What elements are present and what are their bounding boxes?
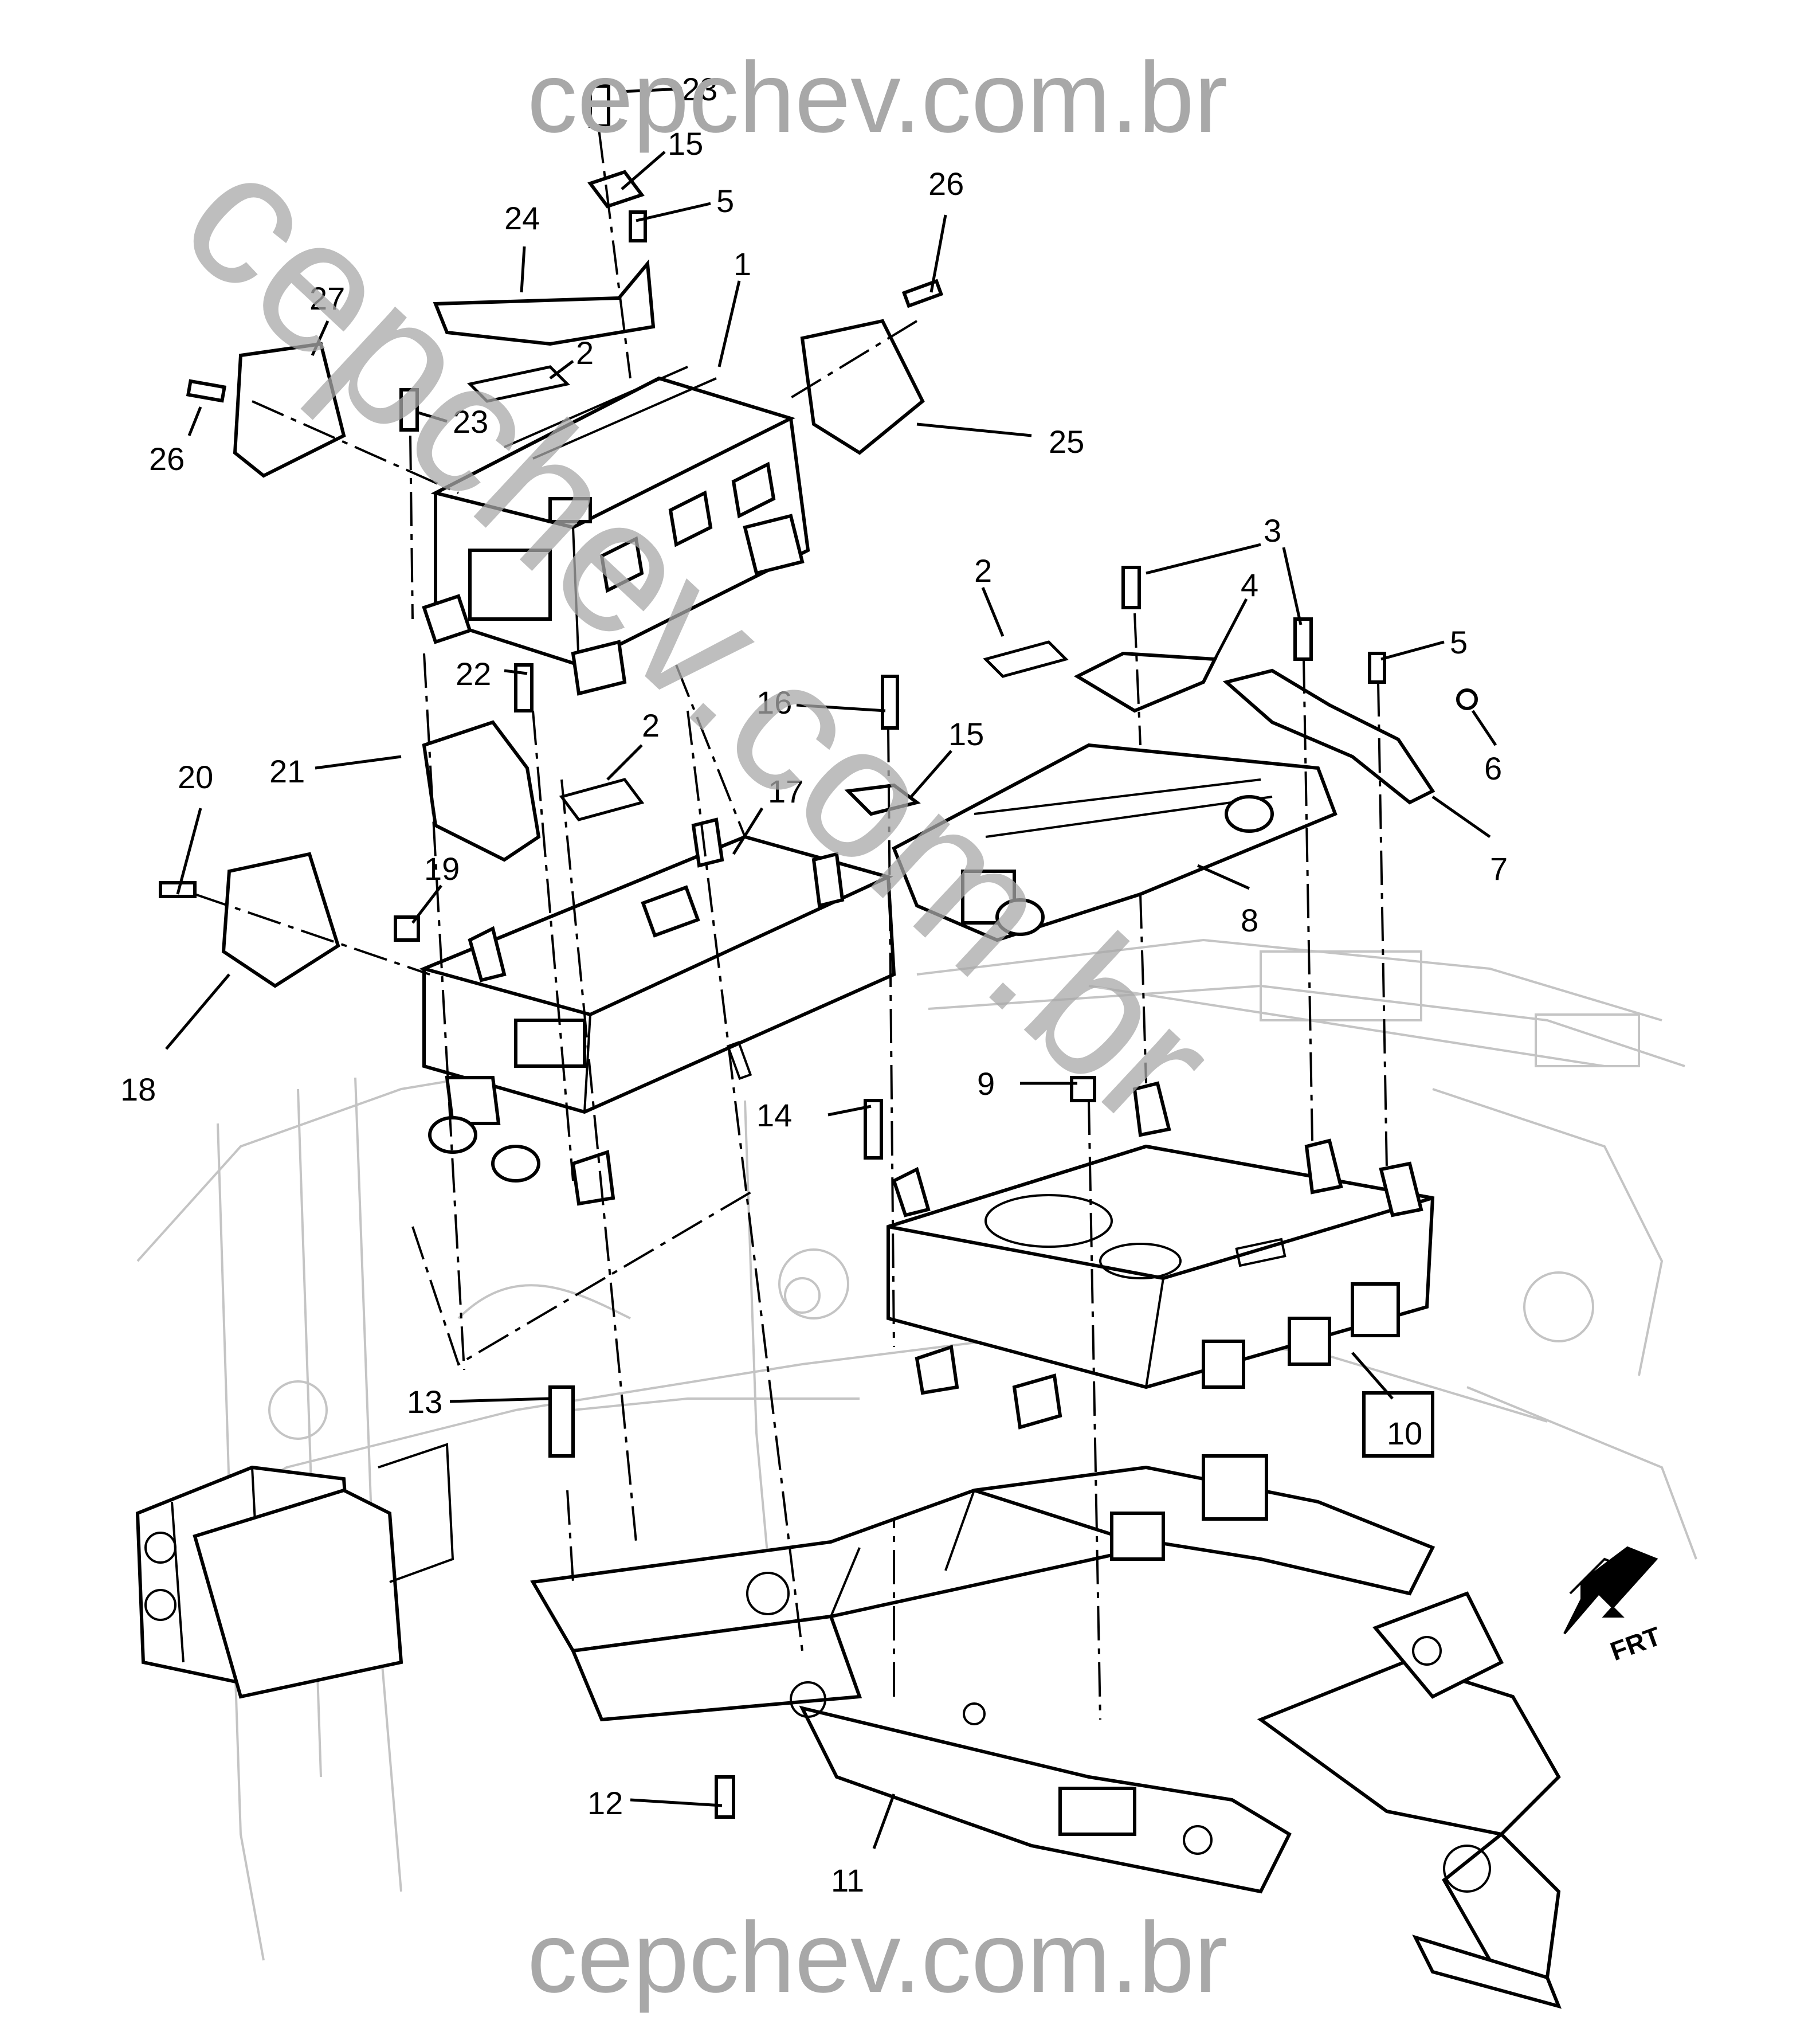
callout-5: 5 <box>716 183 734 219</box>
front-label: FRT <box>1606 1621 1665 1666</box>
callout-25: 25 <box>1049 424 1084 460</box>
callout-26: 26 <box>149 441 185 477</box>
left-frame-rail <box>135 1443 454 1699</box>
bracket-7 <box>1222 668 1435 805</box>
callout-5: 5 <box>1450 624 1468 660</box>
watermark-top: cepchev.com.br <box>527 42 1227 154</box>
callout-17: 17 <box>768 773 803 809</box>
watermark-bottom: cepchev.com.br <box>527 1902 1227 2014</box>
callout-18: 18 <box>120 1071 156 1107</box>
callout-12: 12 <box>587 1785 623 1821</box>
power-inverter-module-middle <box>418 817 896 1206</box>
callout-26: 26 <box>928 166 964 202</box>
power-inverter-module-lower <box>887 1081 1435 1430</box>
callout-22: 22 <box>456 656 491 692</box>
callout-15: 15 <box>668 126 703 162</box>
callout-11: 11 <box>831 1862 864 1898</box>
callout-20: 20 <box>178 759 213 795</box>
callout-10: 10 <box>1387 1415 1422 1451</box>
callout-2: 2 <box>642 707 660 743</box>
callout-3: 3 <box>1264 512 1281 549</box>
junction-block <box>892 743 1337 942</box>
connector-18 <box>221 852 340 988</box>
connector-27 <box>233 342 346 478</box>
callout-23: 23 <box>682 71 717 107</box>
callout-13: 13 <box>407 1384 442 1420</box>
callout-14: 14 <box>756 1097 792 1133</box>
callout-numbers: 23 15 5 24 26 1 27 2 23 26 25 3 2 4 5 22… <box>120 71 1508 1898</box>
bracket-15-mid <box>844 783 921 816</box>
callout-9: 9 <box>977 1066 995 1102</box>
callout-1: 1 <box>734 246 751 282</box>
callout-2: 2 <box>974 553 992 589</box>
callout-2: 2 <box>576 335 594 371</box>
connector-25 <box>800 319 925 455</box>
leader-lines <box>165 87 1497 1849</box>
bracket-24 <box>433 259 656 346</box>
callout-21: 21 <box>269 753 305 789</box>
callout-8: 8 <box>1241 902 1258 938</box>
alignment-lines <box>194 128 1388 1720</box>
bracket-4 <box>1073 651 1218 713</box>
callout-15: 15 <box>948 716 984 752</box>
bracket-21 <box>422 720 541 862</box>
callout-7: 7 <box>1490 851 1508 887</box>
callout-27: 27 <box>309 280 345 316</box>
callout-16: 16 <box>756 684 792 721</box>
power-inverter-module-upper <box>422 366 810 696</box>
callout-19: 19 <box>424 851 460 887</box>
label-pads <box>466 365 1069 821</box>
bracket-15-top <box>587 170 645 209</box>
callout-23: 23 <box>453 404 488 440</box>
callout-24: 24 <box>504 200 540 236</box>
callout-6: 6 <box>1484 750 1502 786</box>
front-direction-indicator: FRT <box>1563 1546 1665 1666</box>
callout-4: 4 <box>1241 567 1258 603</box>
cradle-frame <box>530 1391 1562 2009</box>
front-arrow-icon <box>1563 1546 1658 1635</box>
